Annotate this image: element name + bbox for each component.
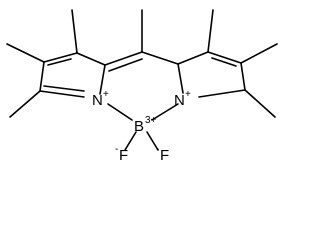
molecule-structure: N + N + B 3+ F - F - [6, 9, 278, 162]
bond [39, 90, 85, 98]
bond [76, 52, 106, 66]
meso-bridge [104, 9, 179, 72]
bond [207, 51, 242, 64]
left-pyrrole-ring [39, 52, 106, 98]
bond [141, 51, 179, 65]
right-pyrrole-ring [177, 51, 246, 98]
methyl-bond [207, 9, 214, 53]
bond [151, 103, 179, 121]
atom-fluorine-left-charge: - [115, 144, 118, 155]
methyl-bond [71, 9, 78, 54]
atom-n-right: N [174, 92, 185, 109]
bond [47, 58, 72, 66]
atom-fluorine-right-charge: - [156, 144, 159, 155]
methyl-bond [6, 43, 45, 63]
bond [108, 58, 143, 72]
atom-fluorine-right: F [160, 147, 169, 162]
boron-bonds [107, 103, 179, 151]
atom-boron-charge: 3+ [145, 115, 157, 126]
atom-n-right-charge: + [185, 89, 191, 100]
atom-n-left: N [92, 92, 103, 109]
bond [211, 57, 237, 67]
methyl-bond [244, 89, 276, 118]
methyl-bond [9, 90, 41, 118]
bond [124, 131, 137, 151]
bond [104, 51, 143, 66]
bond [107, 103, 133, 121]
bond [43, 85, 85, 92]
atom-boron: B [134, 118, 144, 135]
methyl-bond [240, 43, 278, 64]
bond [146, 131, 159, 151]
bond [177, 51, 209, 65]
atom-n-left-charge: + [103, 89, 109, 100]
atom-fluorine-left: F [119, 147, 128, 162]
bond [177, 63, 184, 94]
bond [99, 64, 106, 95]
bond [198, 89, 246, 98]
bond [240, 62, 246, 91]
methyl-groups [6, 9, 278, 118]
bond [39, 61, 45, 92]
bond [43, 52, 78, 63]
